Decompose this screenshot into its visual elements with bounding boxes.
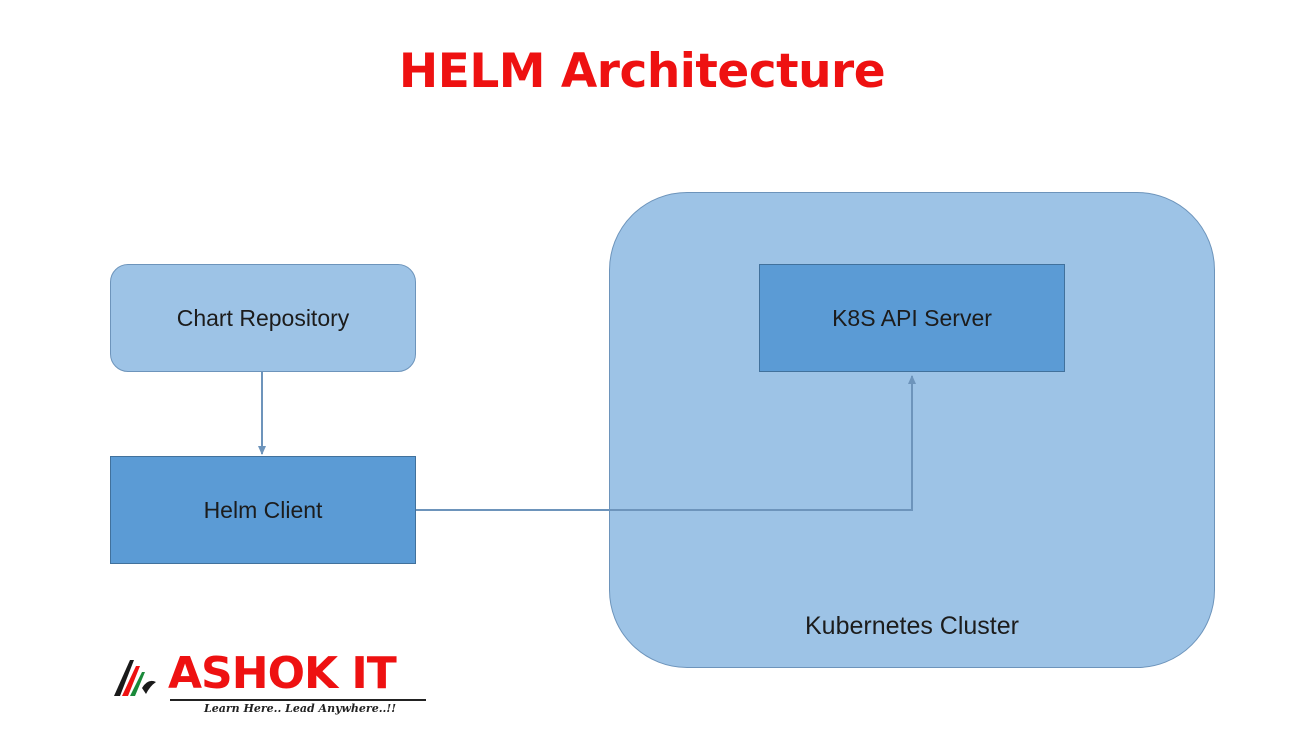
helm-client-label: Helm Client	[203, 496, 323, 523]
k8s-api-server-node: K8S API Server	[759, 264, 1065, 372]
kubernetes-cluster-label: Kubernetes Cluster	[804, 612, 1019, 640]
chart-repository-node: Chart Repository	[110, 264, 416, 372]
chart-repository-label: Chart Repository	[176, 304, 350, 331]
helm-client-node: Helm Client	[110, 456, 416, 564]
logo-underline	[170, 699, 426, 701]
logo-mark-icon	[114, 660, 156, 696]
ashok-it-logo: ASHOK IT Learn Here.. Lead Anywhere..!!	[112, 648, 432, 720]
logo-tagline: Learn Here.. Lead Anywhere..!!	[204, 702, 397, 715]
slide-title: HELM Architecture	[398, 44, 886, 99]
logo-wordmark: ASHOK IT	[168, 648, 397, 699]
k8s-api-server-label: K8S API Server	[832, 304, 992, 331]
